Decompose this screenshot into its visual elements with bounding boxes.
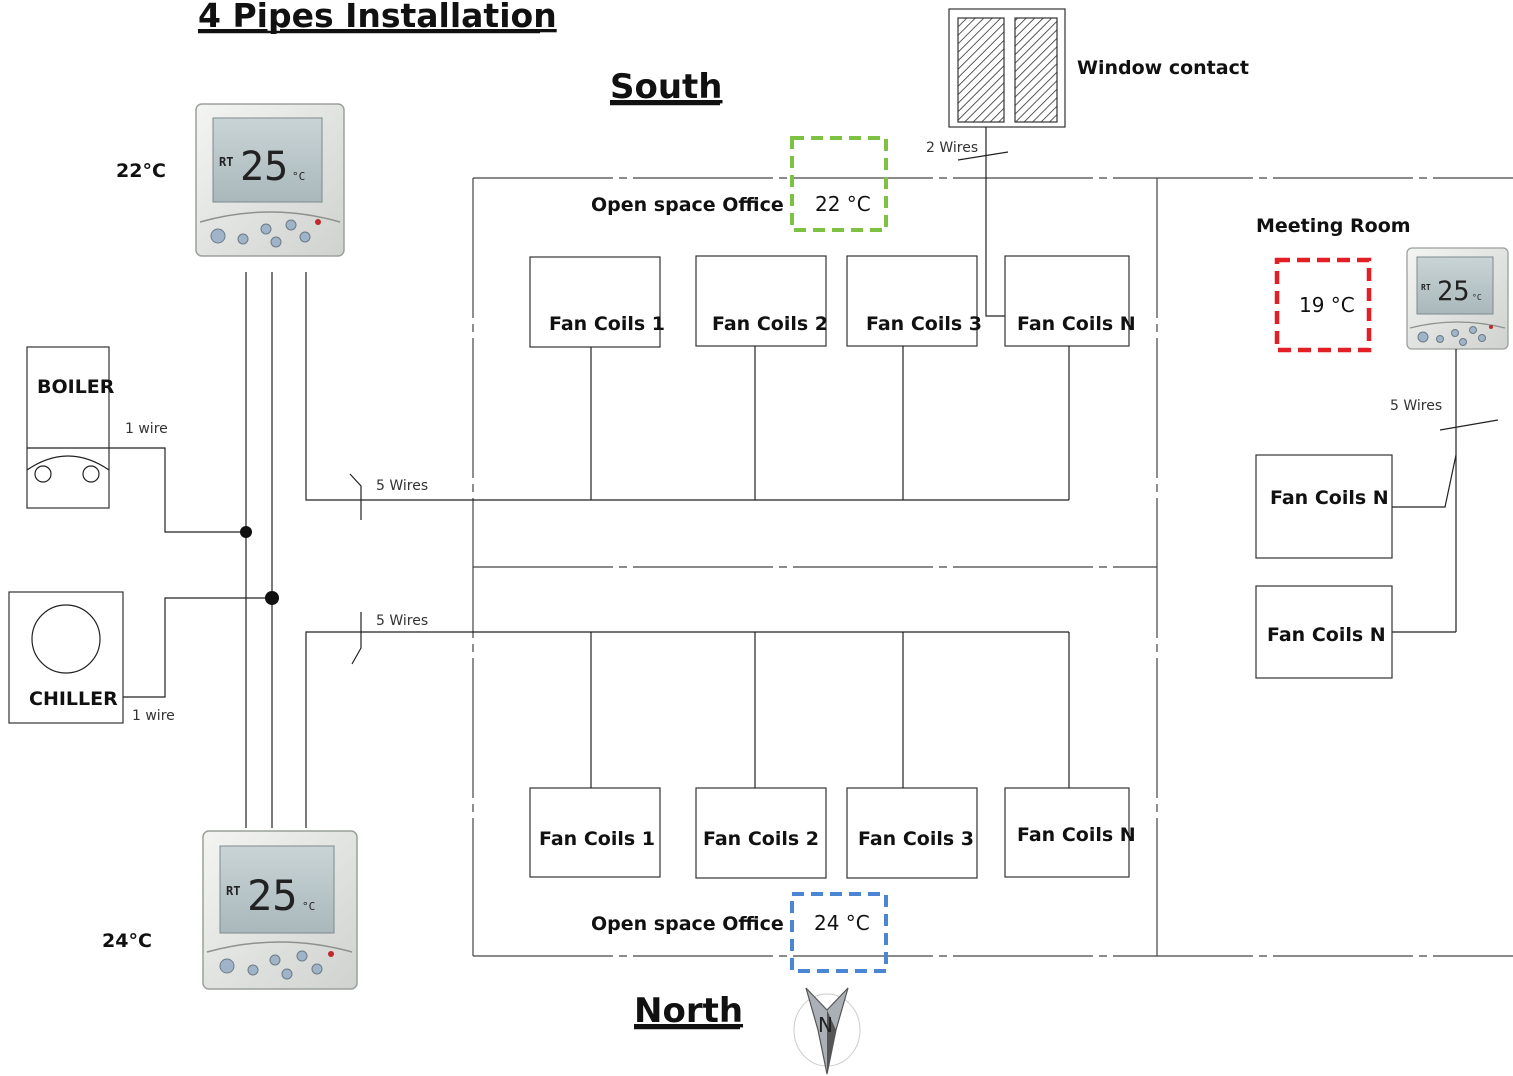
chiller-junction	[265, 591, 279, 605]
north-temp-box	[790, 892, 888, 973]
svg-text:°C: °C	[1472, 293, 1482, 302]
south-heading: South	[610, 67, 723, 107]
meeting-wires-label: 5 Wires	[1390, 398, 1442, 414]
compass-icon	[793, 987, 861, 1075]
meeting-wires	[1392, 349, 1499, 633]
window-contact	[948, 8, 1066, 128]
north-heading: North	[634, 991, 743, 1031]
svg-text:RT: RT	[219, 155, 233, 169]
compass-label: N	[818, 1013, 833, 1037]
building-walls	[472, 177, 1513, 957]
riser-wires	[245, 272, 273, 828]
south-fan-coils	[529, 255, 1130, 348]
south-fan-coil-3: Fan Coils 3	[866, 313, 982, 335]
svg-text:°C: °C	[292, 170, 305, 183]
north-office-label: Open space Office	[591, 913, 784, 935]
south-temp-box	[790, 136, 888, 232]
meeting-fan-coils	[1255, 454, 1393, 679]
boiler	[26, 346, 110, 509]
north-office-temp: 24 °C	[814, 911, 870, 935]
south-office-temp: 22 °C	[815, 192, 871, 216]
chiller-wire-label: 1 wire	[132, 708, 175, 724]
meeting-fan-coil-2: Fan Coils N	[1267, 624, 1386, 646]
boiler-label: BOILER	[37, 376, 115, 398]
window-wires-label: 2 Wires	[926, 140, 978, 156]
svg-text:RT: RT	[1421, 283, 1431, 292]
chiller-wire	[123, 597, 272, 698]
chiller	[8, 591, 124, 724]
thermostat-meeting: RT 25 °C	[1406, 247, 1509, 350]
north-fan-coil-n: Fan Coils N	[1017, 824, 1136, 846]
south-wires-label: 5 Wires	[376, 478, 428, 494]
diagram-title: 4 Pipes Installation	[198, 0, 557, 35]
north-bus-wires	[305, 612, 1070, 828]
thermostat-bottom-temp: 24°C	[102, 930, 152, 952]
meeting-fan-coil-1: Fan Coils N	[1270, 487, 1389, 509]
north-fan-coil-2: Fan Coils 2	[703, 828, 819, 850]
svg-text:°C: °C	[302, 900, 315, 913]
thermostat-top-temp: 22°C	[116, 160, 166, 182]
thermostat-bottom: RT 25 °C	[202, 830, 358, 990]
south-fan-coil-n: Fan Coils N	[1017, 313, 1136, 335]
south-fan-coil-1: Fan Coils 1	[549, 313, 665, 335]
meeting-room-temp: 19 °C	[1299, 293, 1355, 317]
svg-text:25: 25	[1437, 276, 1470, 307]
window-wire-tick	[957, 151, 1009, 161]
boiler-junction	[240, 526, 252, 538]
boiler-wire-label: 1 wire	[125, 421, 168, 437]
north-fan-coil-1: Fan Coils 1	[539, 828, 655, 850]
thermostat-top: RT 25 °C	[195, 103, 345, 257]
svg-text:25: 25	[240, 144, 288, 190]
window-contact-label: Window contact	[1077, 57, 1249, 79]
meeting-room-label: Meeting Room	[1256, 215, 1411, 237]
north-wires-label: 5 Wires	[376, 613, 428, 629]
svg-text:RT: RT	[226, 884, 240, 898]
window-wire	[985, 127, 1005, 317]
svg-text:25: 25	[247, 871, 298, 920]
meeting-temp-box	[1274, 257, 1372, 353]
north-fan-coils	[529, 787, 1130, 879]
south-bus-wires	[305, 272, 1070, 520]
chiller-label: CHILLER	[29, 688, 118, 710]
north-fan-coil-3: Fan Coils 3	[858, 828, 974, 850]
boiler-wire	[109, 447, 246, 533]
south-office-label: Open space Office	[591, 194, 784, 216]
south-fan-coil-2: Fan Coils 2	[712, 313, 828, 335]
